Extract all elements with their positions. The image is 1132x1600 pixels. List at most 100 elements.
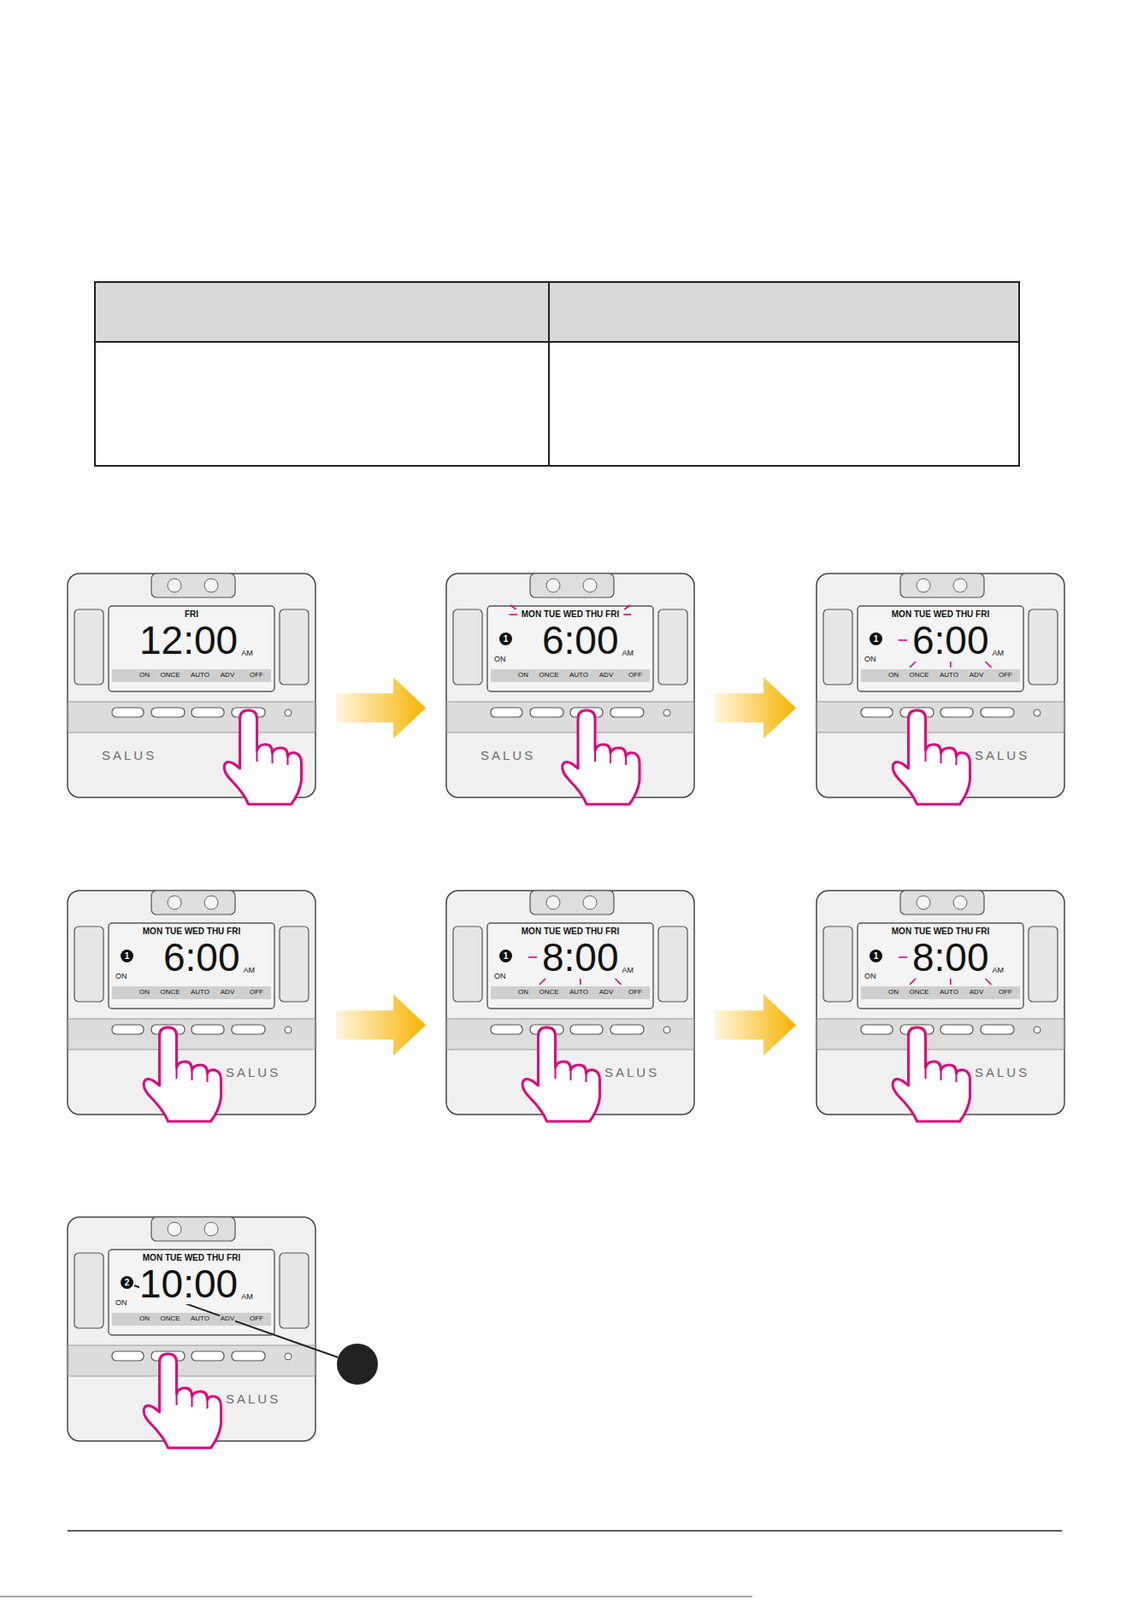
push-button bbox=[940, 1025, 973, 1035]
mode-label: AUTO bbox=[938, 672, 960, 679]
lcd-mode-bar bbox=[112, 986, 272, 1000]
reset-hole bbox=[1033, 709, 1041, 717]
lcd-mode-bar bbox=[490, 669, 650, 683]
mode-label: ONCE bbox=[907, 989, 930, 997]
mode-label: OFF bbox=[997, 672, 1014, 679]
mode-label: ADV bbox=[968, 989, 985, 997]
mode-label: OFF bbox=[997, 989, 1014, 997]
reset-hole bbox=[663, 1026, 671, 1034]
mode-label: ONCE bbox=[159, 672, 181, 679]
top-tab bbox=[900, 573, 985, 598]
time-digits: 6:00 bbox=[542, 619, 620, 661]
bulb-icon bbox=[167, 1222, 182, 1237]
day-label: MON TUE WED THU FRI bbox=[142, 927, 241, 937]
reset-hole bbox=[284, 1353, 292, 1361]
bulb-icon bbox=[167, 578, 182, 593]
reset-hole bbox=[284, 709, 292, 717]
bulb-icon bbox=[546, 578, 561, 593]
mode-label: ADV bbox=[598, 989, 614, 997]
mode-label: OFF bbox=[627, 989, 643, 997]
push-button bbox=[490, 1025, 523, 1035]
mode-label: ON bbox=[887, 989, 900, 997]
blink-mark bbox=[909, 661, 916, 668]
plane-icon bbox=[204, 578, 219, 593]
mode-label: ADV bbox=[219, 672, 236, 679]
am-pm-label: AM bbox=[622, 649, 635, 658]
brand-logo: SALUS bbox=[225, 1066, 281, 1079]
mode-label: OFF bbox=[627, 672, 643, 679]
blink-mark bbox=[623, 613, 631, 616]
hand-outline bbox=[562, 710, 640, 805]
finger-line bbox=[595, 750, 626, 766]
thermostat-shape bbox=[816, 890, 1065, 1127]
status-label: ON bbox=[115, 972, 128, 981]
status-label: ON bbox=[115, 1299, 128, 1308]
side-panel bbox=[1028, 926, 1058, 1003]
mode-label: OFF bbox=[248, 672, 265, 679]
thermostat-shape bbox=[67, 573, 316, 809]
status-label: ON bbox=[864, 655, 877, 664]
push-button bbox=[151, 707, 185, 718]
leader-line bbox=[134, 1285, 338, 1358]
mode-label: ADV bbox=[219, 1315, 236, 1323]
am-pm-label: AM bbox=[241, 649, 254, 658]
button-strip bbox=[68, 1345, 316, 1377]
day-label: MON TUE WED THU FRI bbox=[891, 927, 990, 937]
time-digits: 6:00 bbox=[912, 619, 990, 661]
brand-logo: SALUS bbox=[480, 748, 536, 762]
side-panel bbox=[279, 1253, 309, 1329]
status-label: ON bbox=[494, 972, 507, 981]
hand-outline bbox=[522, 1027, 600, 1122]
top-tab bbox=[530, 890, 614, 915]
reset-hole bbox=[1033, 1026, 1041, 1034]
thermostat-shape bbox=[67, 890, 316, 1127]
thermostat-shape bbox=[67, 1217, 316, 1453]
mode-label: ON bbox=[517, 989, 530, 997]
thermostat-shape bbox=[446, 573, 695, 809]
day-label: MON TUE WED THU FRI bbox=[521, 610, 620, 620]
lcd-screen bbox=[108, 606, 275, 692]
day-label: MON TUE WED THU FRI bbox=[521, 927, 620, 937]
push-button bbox=[610, 1025, 644, 1035]
plane-icon bbox=[583, 578, 597, 593]
mode-label: ADV bbox=[219, 989, 236, 997]
push-button bbox=[490, 707, 523, 718]
lcd-screen bbox=[108, 923, 275, 1009]
lcd-mode-bar bbox=[860, 669, 1020, 683]
program-number: 1 bbox=[120, 949, 134, 963]
push-button bbox=[940, 707, 973, 718]
push-button bbox=[570, 1025, 603, 1035]
am-pm-label: AM bbox=[241, 1293, 254, 1302]
thermostat-shape bbox=[446, 890, 695, 1127]
reset-hole bbox=[663, 709, 671, 717]
side-panel bbox=[658, 926, 688, 1003]
program-number: 1 bbox=[869, 632, 883, 646]
side-panel bbox=[74, 609, 104, 685]
time-digits: 8:00 bbox=[912, 937, 990, 979]
mode-label: AUTO bbox=[189, 672, 211, 679]
top-tab bbox=[530, 573, 614, 598]
plane-icon bbox=[953, 578, 967, 593]
pressing-hand bbox=[224, 710, 301, 805]
push-button bbox=[860, 707, 893, 718]
pressing-hand bbox=[143, 1027, 221, 1122]
finger-line bbox=[925, 1067, 957, 1083]
table-border bbox=[94, 282, 1020, 466]
push-button bbox=[530, 707, 564, 718]
time-digits: 12:00 bbox=[139, 619, 238, 661]
am-pm-label: AM bbox=[243, 966, 256, 975]
program-number: 1 bbox=[869, 949, 883, 963]
pressing-hand bbox=[562, 710, 640, 805]
time-digits: 10:00 bbox=[139, 1263, 238, 1305]
side-panel bbox=[279, 926, 309, 1003]
thermostat-unit: FRI12:00AMONONCEAUTOADVOFFSALUS bbox=[67, 573, 316, 798]
push-button bbox=[191, 1025, 225, 1035]
push-button bbox=[980, 1025, 1015, 1035]
mode-label: OFF bbox=[248, 1315, 265, 1323]
lcd-mode-bar bbox=[490, 986, 650, 1000]
lcd-screen bbox=[487, 606, 654, 692]
push-button bbox=[191, 707, 225, 718]
mode-label: ON bbox=[138, 672, 151, 679]
lcd-screen bbox=[487, 923, 654, 1009]
